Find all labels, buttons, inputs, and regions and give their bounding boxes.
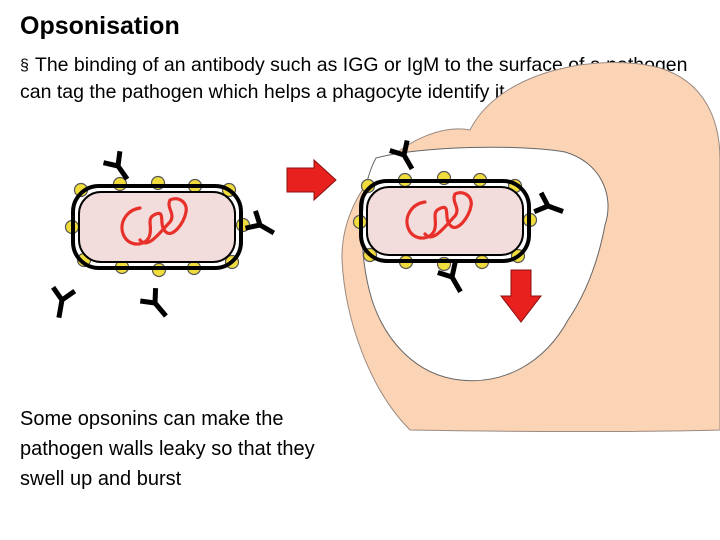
pathogen-dna — [405, 191, 473, 240]
slide-title: Opsonisation — [20, 12, 180, 40]
note-text: Some opsonins can make the pathogen wall… — [20, 408, 315, 490]
antibody-1 — [102, 150, 130, 181]
pathogen-dna — [120, 197, 188, 246]
antibody-7 — [437, 261, 463, 293]
bullet-icon: § — [20, 57, 29, 74]
antibody-2 — [244, 210, 276, 236]
antibody-4 — [139, 288, 168, 318]
right-arrow — [286, 158, 337, 202]
pathogen-left — [64, 175, 251, 278]
antibody-3 — [51, 285, 77, 319]
antibody-5 — [389, 139, 415, 171]
down-arrow — [499, 269, 543, 323]
antibody-6 — [533, 191, 564, 214]
pathogen-right — [352, 170, 538, 272]
